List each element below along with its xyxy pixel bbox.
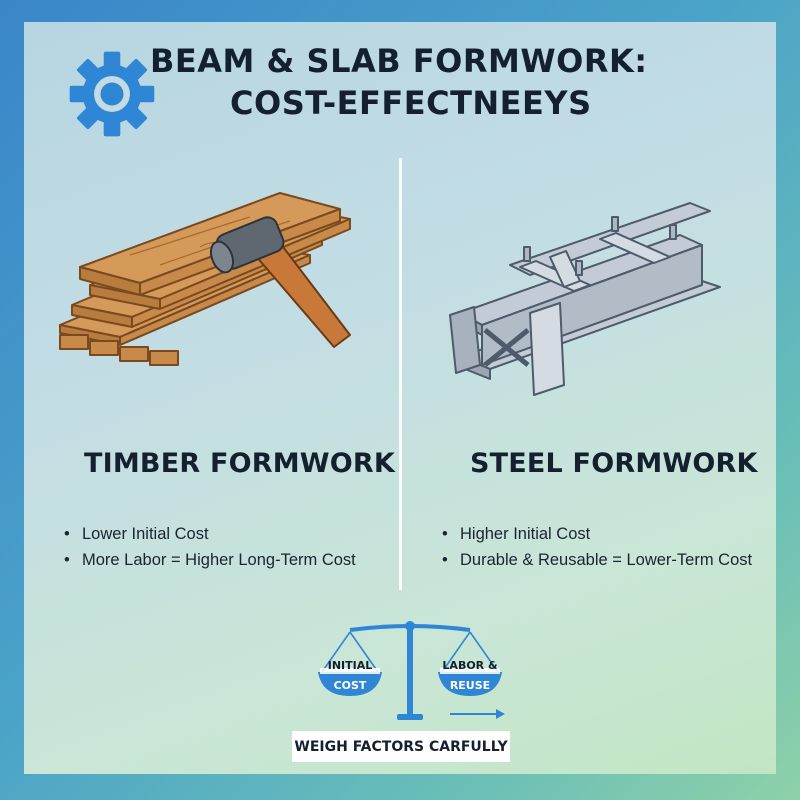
timber-points-list: Lower Initial Cost More Labor = Higher L… (62, 521, 356, 573)
arrow-right-icon (450, 709, 505, 719)
list-item: Higher Initial Cost (440, 521, 752, 547)
title-line-2: COST-EFFECTNEEYS (230, 84, 592, 122)
list-item: Durable & Reusable = Lower-Term Cost (440, 547, 752, 573)
steel-points-list: Higher Initial Cost Durable & Reusable =… (440, 521, 752, 573)
right-pan-label-2: REUSE (450, 679, 490, 692)
list-item: Lower Initial Cost (62, 521, 356, 547)
timber-heading: TIMBER FORMWORK (84, 448, 396, 479)
list-item: More Labor = Higher Long-Term Cost (62, 547, 356, 573)
right-pan-label-1: LABOR & (442, 659, 498, 672)
title-line-1: BEAM & SLAB FORMWORK: (150, 42, 648, 80)
left-pan-label-1: INITIAL (328, 659, 373, 672)
column-divider (399, 158, 402, 590)
balance-scale-icon: INITIAL COST LABOR & REUSE (318, 621, 505, 720)
steel-formwork-frame-icon (449, 202, 721, 396)
page-title: BEAM & SLAB FORMWORK: COST-EFFECTNEEYS (150, 40, 710, 124)
timber-planks-hammer-icon (59, 192, 351, 366)
steel-heading: STEEL FORMWORK (470, 448, 758, 479)
left-pan-label-2: COST (334, 679, 367, 692)
footer-banner: WEIGH FACTORS CARFULLY (292, 731, 510, 762)
gear-icon (69, 51, 155, 137)
